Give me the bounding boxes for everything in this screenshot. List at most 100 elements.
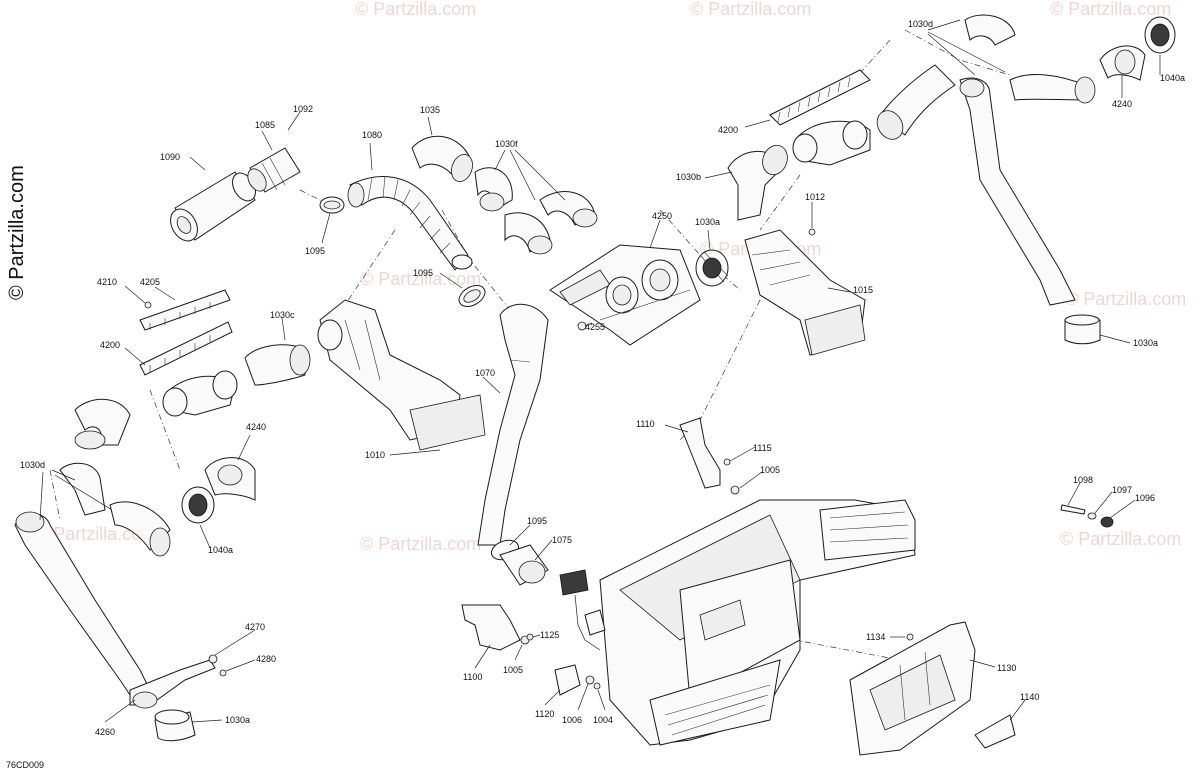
callout-1035: 1035 (420, 105, 440, 115)
callout-1115: 1115 (753, 443, 772, 453)
callout-1005: 1005 (503, 665, 523, 675)
boot-1030a-bottom (154, 709, 196, 742)
callout-1030b: 1030b (676, 172, 701, 182)
callout-4280: 4280 (256, 654, 276, 664)
coupler-1085 (247, 147, 301, 193)
callout-1085: 1085 (255, 120, 275, 130)
bracket-1110 (679, 417, 721, 489)
callout-1030c: 1030c (270, 310, 295, 320)
vent-1040a-top (1144, 16, 1176, 54)
watermark-text: © Partzilla.com (1060, 529, 1181, 549)
callout-1140: 1140 (1020, 692, 1039, 702)
hose-1030c (244, 344, 311, 386)
boot-1030a-mid (695, 249, 729, 287)
duct-1010 (317, 299, 486, 451)
screw-1115 (723, 458, 731, 466)
callout-1030a: 1030a (225, 715, 250, 725)
screw-1134 (906, 633, 914, 641)
hose-1080 (347, 175, 473, 271)
manifold-4200-left (139, 321, 238, 417)
nut-1096 (1100, 516, 1114, 528)
bracket-1120 (554, 664, 581, 696)
bolt-1098 (1060, 504, 1086, 515)
callout-1030a: 1030a (695, 217, 720, 227)
watermark-text: © Partzilla.com (355, 0, 476, 19)
console-4250 (549, 244, 701, 346)
callout-1012: 1012 (805, 192, 825, 202)
diagram-code: 76CD009 (6, 760, 44, 770)
boot-1075 (499, 544, 549, 586)
clip-4210 (144, 301, 152, 309)
callout-1030f: 1030f (495, 139, 518, 149)
screw-4280 (219, 669, 227, 677)
airbox-main (599, 499, 916, 746)
bolt-4255 (577, 321, 587, 331)
callout-1095: 1095 (413, 268, 433, 278)
washer-1097 (1087, 512, 1097, 520)
callout-1096: 1096 (1135, 493, 1155, 503)
watermark-text: © Partzilla.com (35, 524, 156, 544)
hose-1030b (727, 144, 788, 221)
hose-1030f (474, 167, 598, 255)
callout-1005: 1005 (760, 465, 780, 475)
callout-4270: 4270 (245, 622, 265, 632)
watermark-text: © Partzilla.com (1065, 289, 1186, 309)
callout-1100: 1100 (463, 672, 482, 682)
cover-1130 (849, 621, 976, 756)
callout-1030a: 1030a (1133, 338, 1158, 348)
callout-1004: 1004 (593, 715, 613, 725)
callout-1030d: 1030d (20, 460, 45, 470)
clip-1140 (974, 714, 1016, 749)
callout-1040a: 1040a (1160, 73, 1185, 83)
duct-1015 (744, 229, 866, 356)
callout-1030d: 1030d (908, 19, 933, 29)
callout-1125: 1125 (540, 630, 559, 640)
callout-4210: 4210 (97, 277, 117, 287)
bezel-4240-left (204, 457, 256, 501)
strip-4205 (139, 289, 231, 331)
callout-1080: 1080 (362, 130, 382, 140)
callout-1006: 1006 (562, 715, 582, 725)
air-filter-1090 (170, 171, 256, 242)
watermark-text: © Partzilla.com (360, 269, 481, 289)
hose-1030d-top (876, 14, 1096, 306)
callout-1070: 1070 (475, 368, 495, 378)
boot-1030a-right (1064, 314, 1101, 345)
vent-1040a-left (181, 486, 215, 524)
callout-1040a: 1040a (208, 545, 233, 555)
callout-4255: 4255 (585, 322, 605, 332)
watermark-text: © Partzilla.com (1050, 0, 1171, 19)
sensor-connector (559, 569, 606, 651)
callout-1134: 1134 (866, 632, 885, 642)
callout-4250: 4250 (652, 211, 672, 221)
callout-1095: 1095 (527, 516, 547, 526)
callout-1097: 1097 (1112, 485, 1132, 495)
elbow-1035 (411, 135, 473, 182)
partzilla-watermark: © Partzilla.com (6, 165, 28, 300)
callout-1120: 1120 (535, 709, 554, 719)
callout-1095: 1095 (305, 246, 325, 256)
callout-4240: 4240 (246, 422, 266, 432)
callout-1092: 1092 (293, 104, 313, 114)
screw-1012 (808, 228, 816, 236)
callout-1130: 1130 (997, 663, 1016, 673)
watermark-text: © Partzilla.com (690, 0, 811, 19)
bezel-4240-top (1099, 45, 1146, 81)
watermark-text: © Partzilla.com (360, 534, 481, 554)
screw-1125 (526, 633, 534, 641)
manifold-4200-top (769, 69, 871, 166)
callout-4200: 4200 (718, 125, 738, 135)
nut-4270 (208, 654, 218, 664)
callout-4205: 4205 (140, 277, 160, 287)
clamp-1095-top (319, 196, 345, 214)
clamp-1095-mid (458, 285, 486, 307)
bracket-4260 (129, 659, 216, 709)
bracket-1100 (461, 604, 521, 651)
callout-1098: 1098 (1073, 475, 1093, 485)
callout-4240: 4240 (1112, 99, 1132, 109)
nut-1005-right (730, 485, 740, 495)
hose-1030d-left (14, 398, 171, 696)
callout-1010: 1010 (365, 450, 385, 460)
callout-1110: 1110 (636, 419, 655, 429)
